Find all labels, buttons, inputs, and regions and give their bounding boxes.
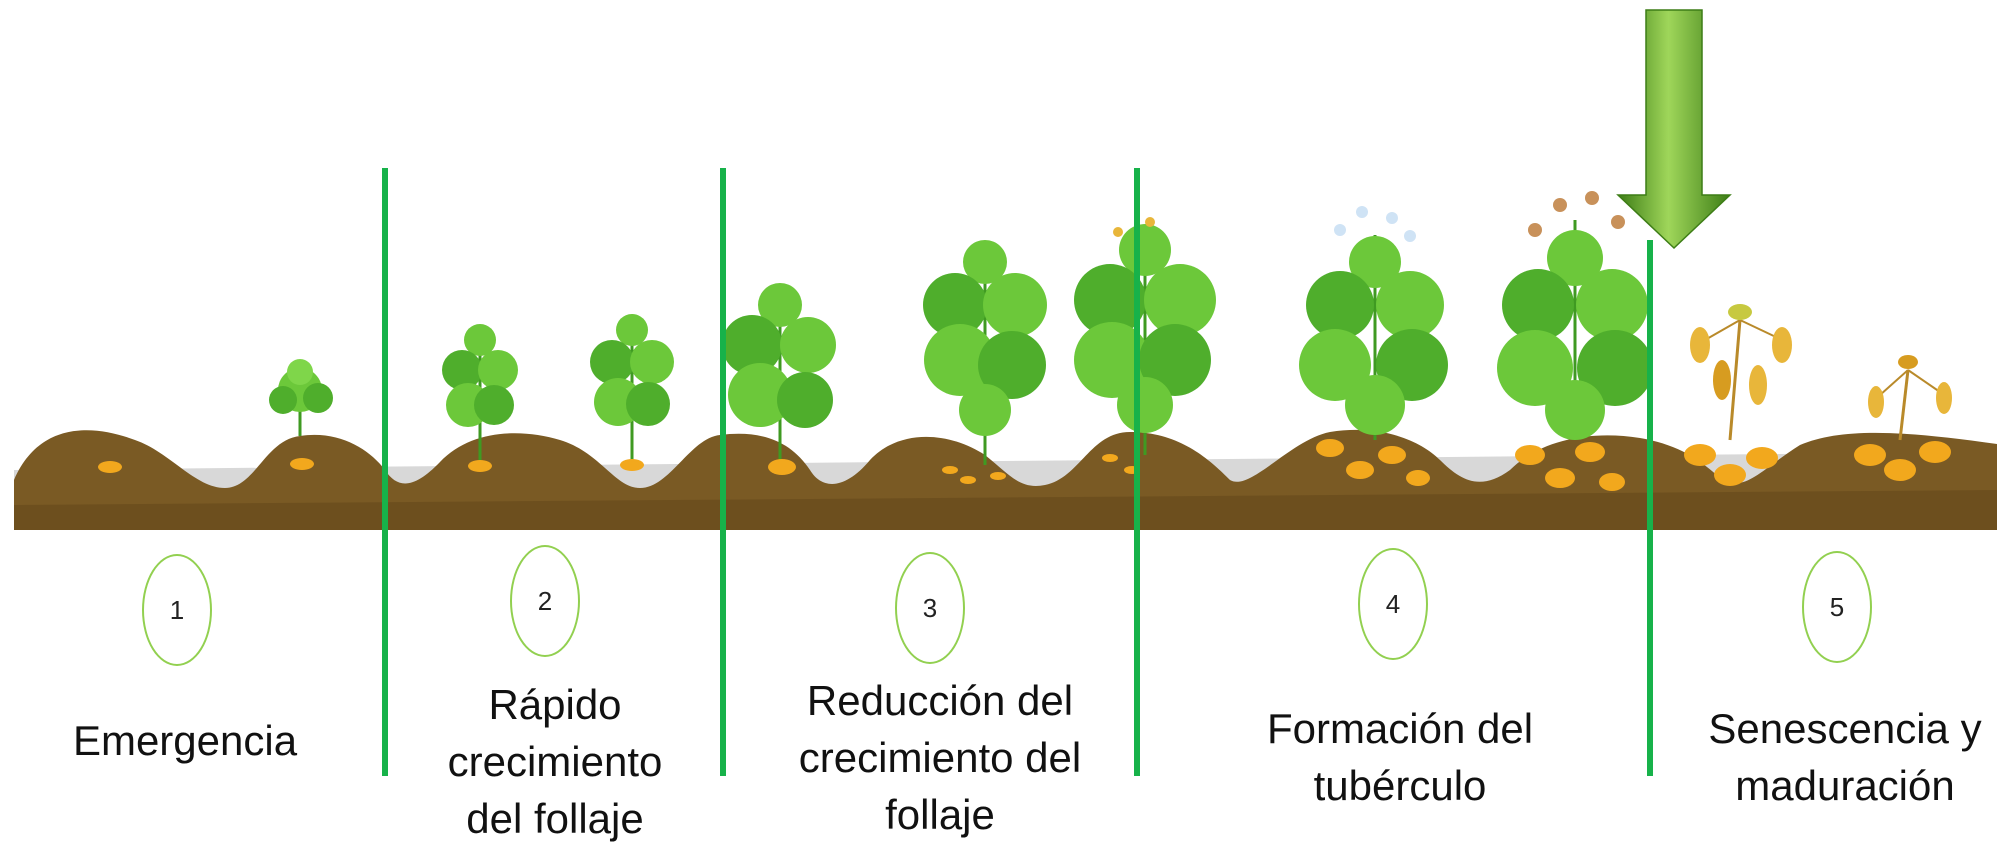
stage-label-2: Rápido crecimiento del follaje xyxy=(447,681,663,842)
down-arrow-icon xyxy=(1616,9,1732,250)
soil-baseline xyxy=(14,490,1997,530)
potato-plant-icon xyxy=(442,314,674,472)
stage-label-1: Emergencia xyxy=(72,717,298,764)
stage-number-5: 5 xyxy=(1802,551,1872,663)
potato-plant-icon xyxy=(722,217,1216,484)
stage-number-3: 3 xyxy=(895,552,965,664)
stage-number-2: 2 xyxy=(510,545,580,657)
stage-label-5: Senescencia y maduración xyxy=(1708,705,1982,809)
potato-plant-icon xyxy=(1684,304,1952,486)
potato-plant-icon xyxy=(98,359,333,473)
potato-plant-icon xyxy=(1299,191,1653,491)
stage-number-1: 1 xyxy=(142,554,212,666)
soil-ridges xyxy=(14,429,1997,530)
stage-number-4: 4 xyxy=(1358,548,1428,660)
stage-label-4: Formación del tubérculo xyxy=(1266,705,1534,809)
stage-label-3: Reducción del crecimiento del follaje xyxy=(798,677,1082,838)
